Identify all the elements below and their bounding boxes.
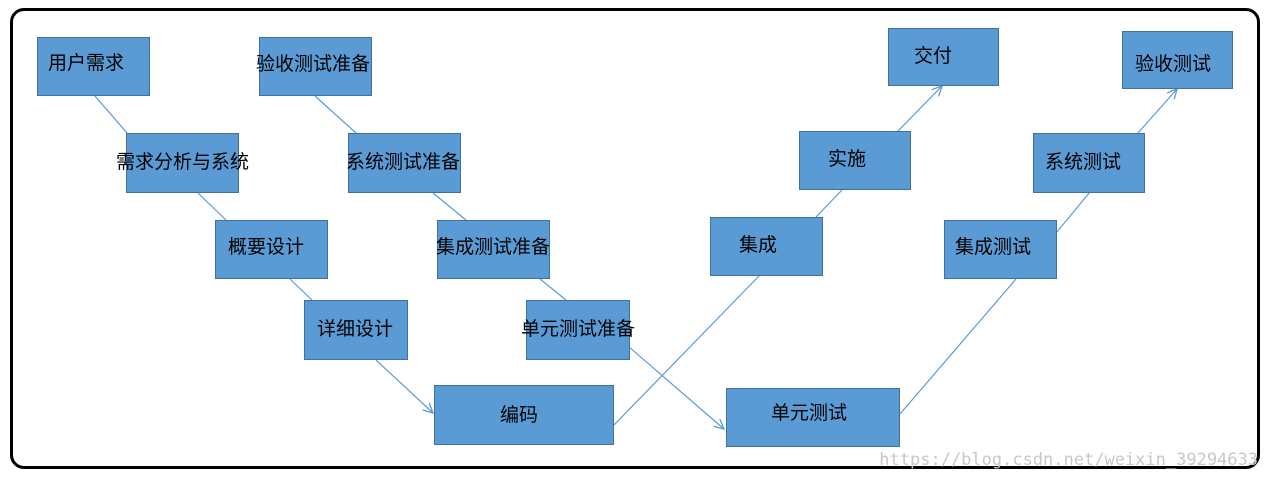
node-label-acceptance-test: 验收测试	[1135, 53, 1212, 75]
node-box-requirements-analysis	[126, 133, 239, 193]
node-box-integration	[710, 217, 823, 276]
node-label-implementation: 实施	[828, 148, 867, 170]
node-label-system-test-prep: 系统测试准备	[346, 151, 461, 173]
node-box-acceptance-test	[1122, 31, 1233, 89]
node-box-unit-test	[726, 388, 900, 447]
node-label-delivery: 交付	[914, 45, 953, 67]
node-label-user-requirements: 用户需求	[48, 52, 125, 74]
node-box-delivery	[888, 28, 999, 86]
node-label-unit-test: 单元测试	[771, 402, 848, 424]
node-label-coding: 编码	[500, 404, 539, 426]
node-box-system-test-prep	[348, 133, 461, 193]
node-label-integration: 集成	[739, 234, 778, 256]
node-box-implementation	[799, 131, 911, 190]
node-box-integration-test	[944, 220, 1057, 279]
node-box-acceptance-test-prep	[259, 37, 372, 96]
node-box-unit-test-prep	[526, 300, 630, 360]
node-label-unit-test-prep: 单元测试准备	[521, 318, 636, 340]
node-label-acceptance-test-prep: 验收测试准备	[256, 53, 371, 75]
node-label-detailed-design: 详细设计	[317, 318, 394, 340]
node-box-outline-design	[215, 220, 328, 279]
watermark-url: https://blog.csdn.net/weixin_39294633	[879, 450, 1258, 470]
node-box-system-test	[1033, 133, 1145, 193]
node-box-user-requirements	[37, 37, 150, 96]
node-box-integration-test-prep	[437, 220, 550, 279]
node-label-integration-test: 集成测试	[955, 236, 1032, 258]
node-label-system-test: 系统测试	[1045, 151, 1122, 173]
node-box-detailed-design	[304, 300, 408, 360]
diagram-frame	[10, 8, 1260, 469]
node-label-integration-test-prep: 集成测试准备	[436, 236, 551, 258]
node-box-coding	[434, 385, 614, 445]
node-label-outline-design: 概要设计	[228, 236, 305, 258]
node-label-requirements-analysis: 需求分析与系统	[116, 151, 250, 173]
